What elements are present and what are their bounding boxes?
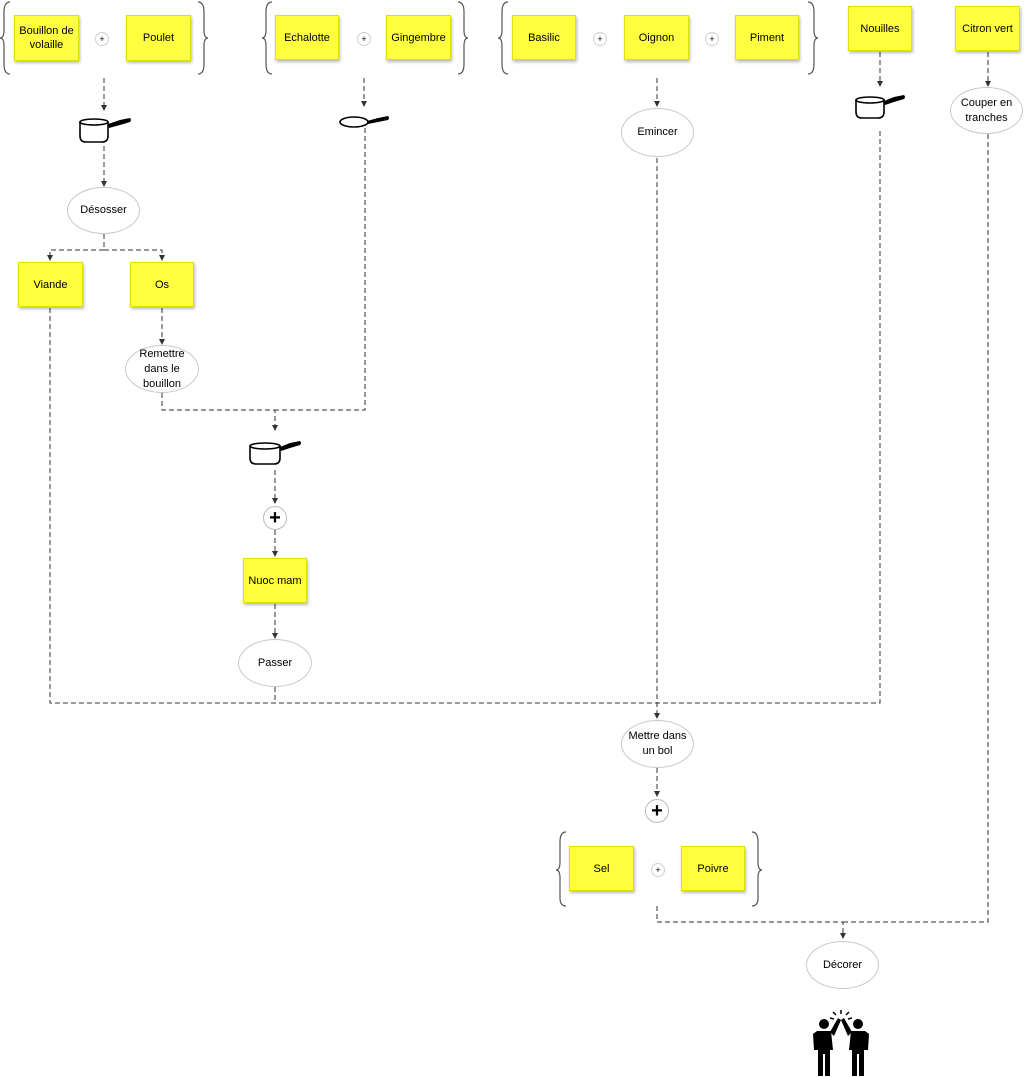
frying-pan-icon [339,116,389,128]
step-label: Remettre dans le bouillon [139,347,185,390]
step-remettre: Remettre dans le bouillon [125,345,199,393]
ingredient-label: Os [154,278,170,291]
saucepan-icon [855,95,905,119]
ingredient-basilic: Basilic [512,15,576,60]
step-label: Couper en tranches [960,96,1013,124]
step-label: Désosser [80,204,127,216]
step-couper: Couper en tranches [950,87,1023,134]
ingredient-label: Poulet [142,32,175,44]
ingredient-oignon: Oignon [624,15,689,60]
ingredient-poulet: Poulet [126,15,191,61]
step-emincer: Emincer [621,108,694,157]
ingredient-nuoc-mam: Nuoc mam [243,558,307,603]
plus-sign: + [593,32,607,46]
step-mettre-bol: Mettre dans un bol [621,720,694,768]
plus-sign: + [705,32,719,46]
ingredient-echalotte: Echalotte [275,15,339,60]
ingredient-gingembre: Gingembre [386,15,451,60]
step-label: Passer [257,656,293,669]
ingredient-sel: Sel [569,846,634,891]
plus-sign: + [95,32,109,46]
ingredient-label: Viande [33,278,68,291]
ingredient-label: Nouilles [860,22,900,35]
ingredient-viande: Viande [18,262,83,307]
saucepan-icon [249,441,301,465]
ingredient-label: Piment [749,31,785,44]
step-label: Décorer [822,958,863,971]
step-label: Emincer [637,126,678,138]
ingredient-os: Os [130,262,194,307]
ingredient-label: Gingembre [391,31,446,44]
step-decorer: Décorer [806,941,879,989]
plus-sign-large: + [645,799,669,823]
ingredient-label: Citron vert [962,22,1013,35]
ingredient-nouilles: Nouilles [848,6,912,51]
plus-sign-large: + [263,506,287,530]
ingredient-citron-vert: Citron vert [955,6,1020,51]
saucepan-icon [79,118,131,143]
ingredient-bouillon: Bouillon de volaille [14,15,79,61]
ingredient-label: Echalotte [284,31,330,44]
ingredient-label: Basilic [528,31,560,44]
plus-sign: + [357,32,371,46]
ingredient-label: Nuoc mam [248,574,302,587]
plus-sign: + [651,863,665,877]
ingredient-poivre: Poivre [681,846,745,891]
step-desosser: Désosser [67,187,140,234]
high-five-icon [813,1010,869,1076]
step-passer: Passer [238,639,312,687]
ingredient-label: Poivre [697,862,729,875]
ingredient-label: Bouillon de volaille [19,25,74,51]
step-label: Mettre dans un bol [628,730,687,757]
ingredient-label: Oignon [638,31,675,44]
ingredient-label: Sel [593,862,610,875]
ingredient-piment: Piment [735,15,799,60]
